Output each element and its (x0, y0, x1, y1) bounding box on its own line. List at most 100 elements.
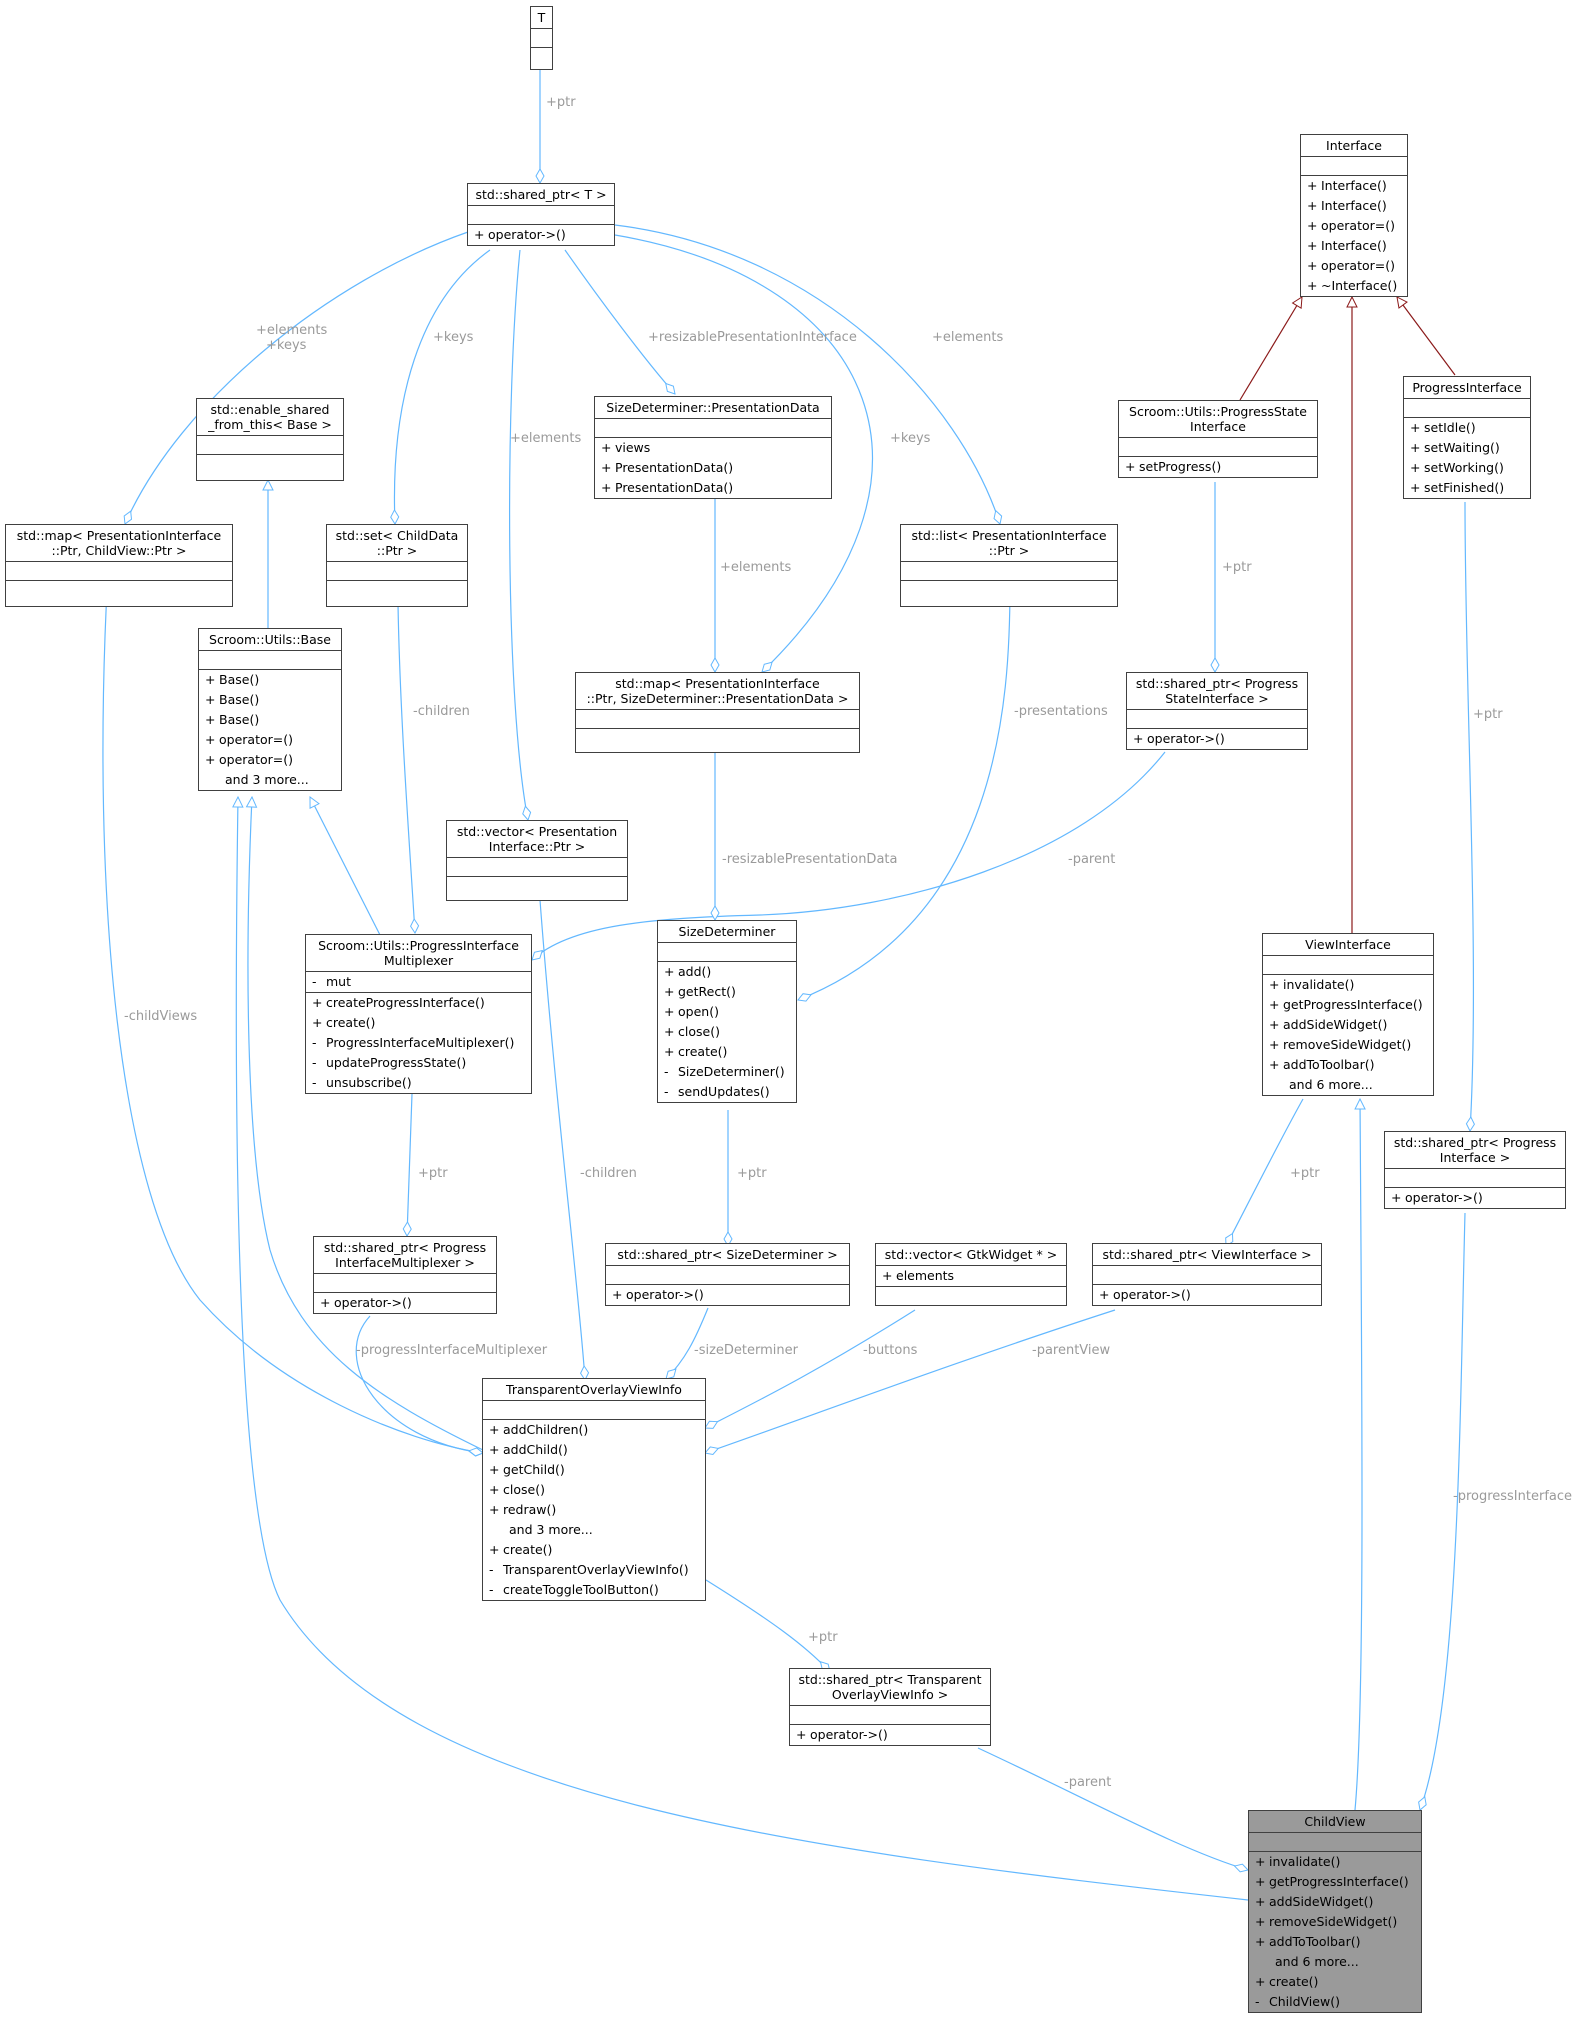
visibility-marker: + (489, 1442, 500, 1457)
class-enable-shared-from-this[interactable]: std::enable_shared_from_this< Base > (196, 398, 344, 481)
label-elements-3: +elements (932, 330, 1003, 345)
member-name: views (615, 440, 651, 455)
class-set-child-data[interactable]: std::set< ChildData::Ptr > (326, 524, 468, 607)
method-row: +addChildren() (483, 1420, 705, 1440)
visibility-marker: - (312, 1075, 317, 1090)
edge-resizable-pres-interface (564, 249, 676, 395)
method-row: +operator=() (199, 730, 341, 750)
class-map-child-views[interactable]: std::map< PresentationInterface::Ptr, Ch… (5, 524, 233, 607)
class-interface[interactable]: Interface+Interface()+Interface()+operat… (1300, 134, 1408, 297)
member-name: getProgressInterface() (1283, 997, 1423, 1012)
method-row: +Base() (199, 670, 341, 690)
member-name: updateProgressState() (326, 1055, 467, 1070)
member-name: and 3 more... (225, 772, 309, 787)
member-name: addToToolbar() (1269, 1934, 1361, 1949)
member-name: create() (678, 1044, 728, 1059)
label-ptr-7: +ptr (808, 1630, 838, 1645)
class-methods (327, 581, 467, 599)
member-name: create() (503, 1542, 553, 1557)
label-children-1: -children (413, 704, 470, 719)
method-row: +invalidate() (1249, 1852, 1421, 1872)
method-row: +operator->() (606, 1285, 849, 1305)
method-row: -unsubscribe() (306, 1073, 531, 1093)
class-title: std::shared_ptr< ViewInterface > (1093, 1244, 1321, 1266)
class-title-line: std::shared_ptr< ViewInterface > (1102, 1247, 1312, 1262)
member-name: operator=() (1321, 258, 1395, 273)
member-name: open() (678, 1004, 719, 1019)
method-row: +Interface() (1301, 196, 1407, 216)
visibility-marker: + (1269, 977, 1280, 992)
class-methods: +Base()+Base()+Base()+operator=()+operat… (199, 670, 341, 790)
member-name: setWaiting() (1424, 440, 1500, 455)
method-row: +~Interface() (1301, 276, 1407, 296)
visibility-marker: + (664, 1004, 675, 1019)
visibility-marker: + (1410, 480, 1421, 495)
member-name: addChildren() (503, 1422, 589, 1437)
class-vector-gtk-widget[interactable]: std::vector< GtkWidget * >+elements (875, 1243, 1067, 1306)
method-row: +Base() (199, 690, 341, 710)
class-shared-ptr-size-determiner[interactable]: std::shared_ptr< SizeDeterminer >+operat… (605, 1243, 850, 1306)
class-list-presentation-interface[interactable]: std::list< PresentationInterface::Ptr > (900, 524, 1118, 607)
member-name: ChildView() (1269, 1994, 1340, 2009)
class-attributes: +elements (876, 1266, 1066, 1287)
class-title-line: ViewInterface (1305, 937, 1391, 952)
label-child-views: -childViews (124, 1009, 197, 1024)
class-view-interface[interactable]: ViewInterface+invalidate()+getProgressIn… (1262, 933, 1434, 1096)
class-size-determiner[interactable]: SizeDeterminer+add()+getRect()+open()+cl… (657, 920, 797, 1103)
class-map-size-determiner[interactable]: std::map< PresentationInterface::Ptr, Si… (575, 672, 860, 753)
edge-inherit-pim-base (309, 797, 381, 936)
member-name: Base() (219, 712, 260, 727)
class-transparent-overlay-view-info[interactable]: TransparentOverlayViewInfo+addChildren()… (482, 1378, 706, 1601)
class-progress-interface[interactable]: ProgressInterface+setIdle()+setWaiting()… (1403, 376, 1531, 499)
class-methods: +Interface()+Interface()+operator=()+Int… (1301, 176, 1407, 296)
class-scroom-utils-base[interactable]: Scroom::Utils::Base+Base()+Base()+Base()… (198, 628, 342, 791)
visibility-marker: - (1255, 1994, 1260, 2009)
member-name: addSideWidget() (1269, 1894, 1374, 1909)
class-attributes (6, 562, 232, 581)
visibility-marker: - (312, 1035, 317, 1050)
class-shared-ptr-view-interface[interactable]: std::shared_ptr< ViewInterface >+operato… (1092, 1243, 1322, 1306)
class-shared-ptr-t[interactable]: std::shared_ptr< T >+operator->() (467, 183, 615, 246)
class-title-line: std::map< PresentationInterface (615, 676, 820, 691)
class-title-line: std::vector< GtkWidget * > (884, 1247, 1058, 1262)
class-title-line: Interface (1190, 419, 1246, 434)
method-row: -ProgressInterfaceMultiplexer() (306, 1033, 531, 1053)
method-row: and 6 more... (1249, 1952, 1421, 1972)
edge-children-tovi (539, 899, 590, 1382)
class-t[interactable]: T (530, 6, 553, 70)
method-row: +addChild() (483, 1440, 705, 1460)
class-methods: +addChildren()+addChild()+getChild()+clo… (483, 1420, 705, 1600)
class-methods (197, 455, 343, 473)
class-title: T (531, 7, 552, 29)
method-row: +create() (658, 1042, 796, 1062)
class-title: std::shared_ptr< SizeDeterminer > (606, 1244, 849, 1266)
method-row: +PresentationData() (595, 478, 831, 498)
visibility-marker: + (1269, 997, 1280, 1012)
member-name: PresentationData() (615, 460, 734, 475)
class-attributes (1385, 1169, 1565, 1188)
class-child-view[interactable]: ChildView+invalidate()+getProgressInterf… (1248, 1810, 1422, 2013)
method-row: +addToToolbar() (1249, 1932, 1421, 1952)
member-name: operator=() (219, 732, 293, 747)
class-title-line: std::map< PresentationInterface (16, 528, 222, 543)
method-row: +removeSideWidget() (1249, 1912, 1421, 1932)
member-name: ~Interface() (1321, 278, 1398, 293)
member-name: getChild() (503, 1462, 565, 1477)
class-attributes (1301, 157, 1407, 176)
member-name: operator->() (1405, 1190, 1483, 1205)
class-presentation-data[interactable]: SizeDeterminer::PresentationData+views+P… (594, 396, 832, 499)
class-methods: +operator->() (790, 1725, 990, 1745)
edge-inherit-tovi-base (248, 797, 484, 1451)
class-title-line: Scroom::Utils::ProgressInterface (318, 938, 519, 953)
member-name: operator->() (1147, 731, 1225, 746)
method-row: +setFinished() (1404, 478, 1530, 498)
